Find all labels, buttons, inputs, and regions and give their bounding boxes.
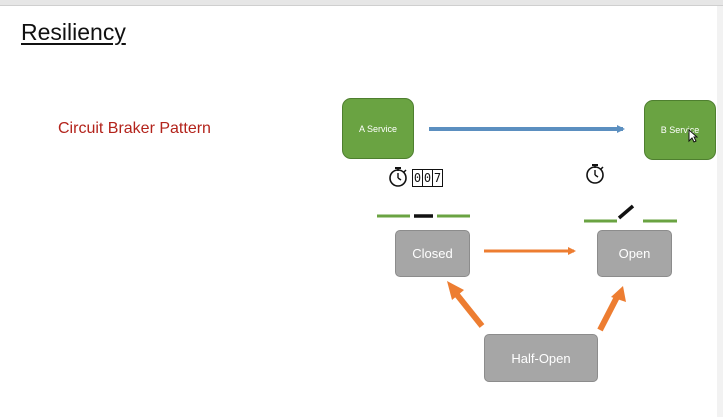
half-open-to-open-arrow (597, 286, 626, 332)
state-closed[interactable]: Closed (395, 230, 470, 277)
counter-digit: 0 (423, 170, 433, 186)
cursor-icon (688, 129, 698, 143)
a-service-box[interactable]: A Service (342, 98, 414, 159)
counter-digit: 7 (433, 171, 442, 185)
state-open-label: Open (618, 246, 651, 261)
half-open-to-closed-arrow (447, 281, 485, 328)
window-top-bar (0, 0, 723, 6)
b-service-label: B Service (660, 125, 700, 135)
state-half-open[interactable]: Half-Open (484, 334, 598, 382)
state-closed-label: Closed (412, 246, 453, 261)
state-half-open-label: Half-Open (511, 350, 571, 366)
scrollbar[interactable] (717, 6, 723, 417)
stopwatch-icon (586, 164, 604, 184)
failure-counter: 0 0 7 (412, 169, 443, 187)
slide-title: Resiliency (21, 19, 126, 45)
diagram-subtitle: Circuit Braker Pattern (58, 120, 211, 137)
a-service-label: A Service (358, 123, 398, 134)
open-switch (584, 204, 677, 223)
state-open[interactable]: Open (597, 230, 672, 277)
counter-digit: 0 (413, 170, 423, 186)
stopwatch-icon (389, 167, 407, 187)
b-service-box[interactable]: B Service (644, 100, 716, 160)
